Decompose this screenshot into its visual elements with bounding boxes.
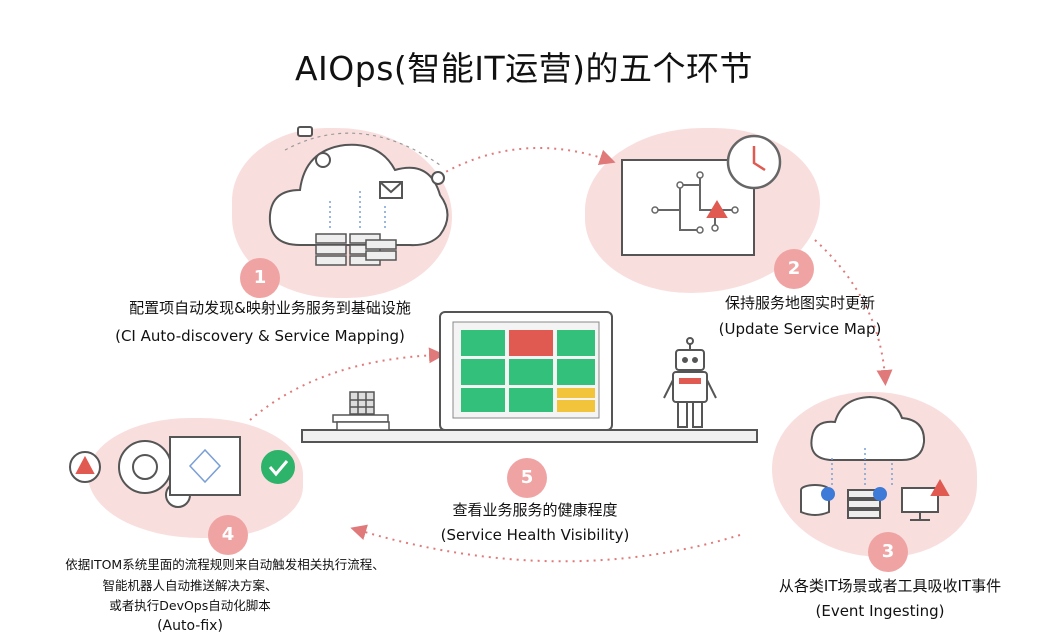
step5-label-en: (Service Health Visibility) xyxy=(440,526,630,544)
step2-label-en: (Update Service Map) xyxy=(718,320,882,338)
step-badge-3: 3 xyxy=(868,532,908,572)
step3-label-en: (Event Ingesting) xyxy=(815,602,945,620)
step-badge-2: 2 xyxy=(774,249,814,289)
books-icon xyxy=(332,391,390,431)
step4-label-en: (Auto-fix) xyxy=(157,618,223,634)
step1-label-cn: 配置项自动发现&映射业务服务到基础设施 xyxy=(129,299,411,317)
step-badge-1: 1 xyxy=(240,258,280,298)
service-map-icon xyxy=(621,134,782,256)
step4-label-line3: 或者执行DevOps自动化脚本 xyxy=(109,598,271,613)
flow-arrow-3-4 xyxy=(350,524,741,563)
event-source-icon xyxy=(800,395,950,521)
step2-label-cn: 保持服务地图实时更新 xyxy=(724,294,875,312)
step4-label-line1: 依据ITOM系统里面的流程规则来自动触发相关执行流程、 xyxy=(65,557,385,572)
flow-arrow-4-5 xyxy=(249,347,445,421)
desk-shelf xyxy=(301,429,758,443)
step-badge-5: 5 xyxy=(507,458,547,498)
page-title: AIOps(智能IT运营)的五个环节 xyxy=(294,49,754,88)
robot-icon xyxy=(663,337,717,428)
step1-label-en: (CI Auto-discovery & Service Mapping) xyxy=(115,327,405,345)
flow-arrow-1-2 xyxy=(439,147,616,176)
step-badge-4: 4 xyxy=(208,515,248,555)
auto-fix-icon xyxy=(69,436,295,508)
step3-label-cn: 从各类IT场景或者工具吸收IT事件 xyxy=(778,577,1002,595)
step4-label-line2: 智能机器人自动推送解决方案、 xyxy=(102,578,278,593)
cloud-server-icon xyxy=(268,126,449,266)
flow-arrow-2-3 xyxy=(814,239,893,386)
step5-label-cn: 查看业务服务的健康程度 xyxy=(452,501,618,519)
orbit-line xyxy=(284,132,441,166)
laptop-dashboard xyxy=(425,311,627,439)
